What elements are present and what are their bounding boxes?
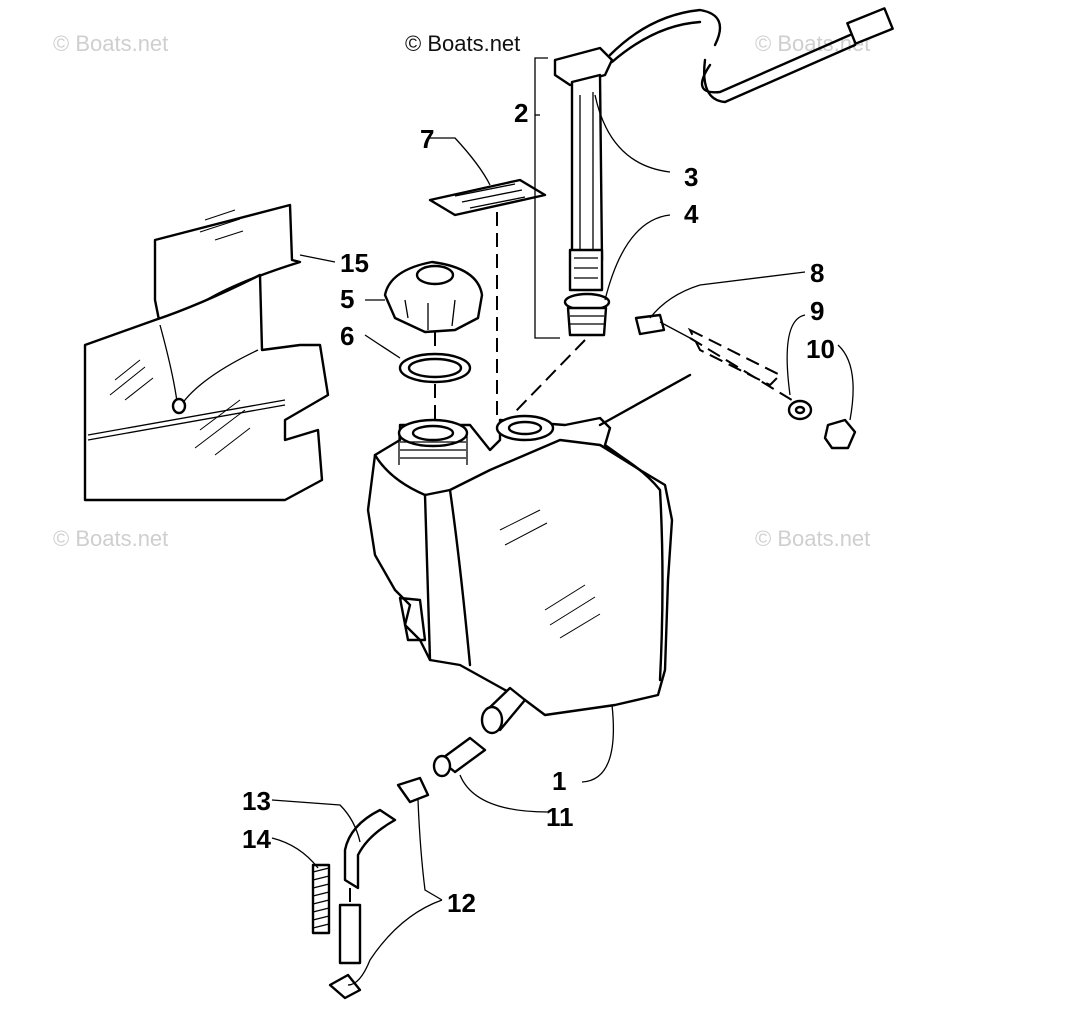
- callout-8: 8: [810, 258, 824, 288]
- callout-13: 13: [242, 786, 271, 816]
- callout-14: 14: [242, 824, 271, 854]
- callout-5: 5: [340, 284, 354, 314]
- fitting-part: [432, 736, 487, 778]
- callout-10: 10: [806, 334, 835, 364]
- callout-9: 9: [810, 296, 824, 326]
- heat-shield-part: [83, 203, 330, 502]
- callout-2: 2: [514, 98, 528, 128]
- fill-cap-part: [383, 260, 484, 334]
- watermark-mid-right: © Boats.net: [755, 526, 871, 551]
- callout-4: 4: [684, 199, 699, 229]
- callout-11: 11: [546, 802, 574, 832]
- gasket-part: [398, 332, 472, 425]
- clamp-part: [328, 776, 430, 1000]
- watermark-top-left: © Boats.net: [53, 31, 169, 56]
- watermark-mid-left: © Boats.net: [53, 526, 169, 551]
- spring-part: [311, 863, 331, 935]
- callout-6: 6: [340, 321, 354, 351]
- decal-label-part: [428, 178, 547, 418]
- callout-1: 1: [552, 766, 566, 796]
- callout-15: 15: [340, 248, 369, 278]
- hose-part: [338, 808, 397, 965]
- watermark-main: © Boats.net: [405, 31, 521, 56]
- leader-lines: [271, 57, 854, 986]
- callout-12: 12: [447, 888, 476, 918]
- callout-7: 7: [420, 124, 434, 154]
- callout-3: 3: [684, 162, 698, 192]
- mounting-hardware-part: [598, 313, 857, 450]
- oil-tank-part: [366, 414, 674, 735]
- level-sender-part: [514, 7, 894, 413]
